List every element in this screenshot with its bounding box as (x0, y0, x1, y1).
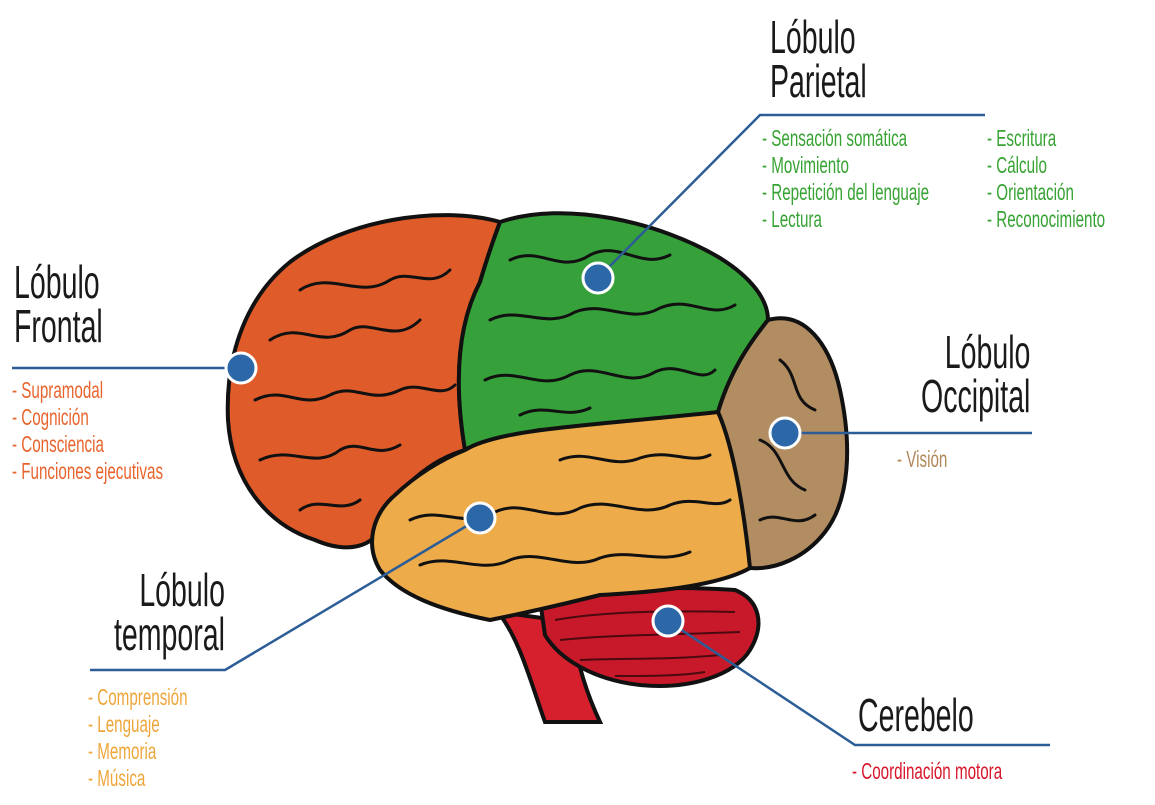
parietal-function-item: - Escritura (987, 125, 1105, 152)
temporal-functions: - Comprensión - Lenguaje - Memoria - Mús… (88, 684, 188, 792)
temporal-function-item: - Memoria (88, 738, 188, 765)
frontal-function-item: - Cognición (12, 404, 163, 431)
parietal-marker[interactable] (583, 263, 613, 293)
occipital-title-line2: Occipital (921, 374, 1030, 418)
parietal-title-line1: Lóbulo (770, 15, 867, 59)
cerebellum-title-text: Cerebelo (858, 693, 974, 737)
temporal-function-item: - Lenguaje (88, 711, 188, 738)
parietal-functions-col2: - Escritura - Cálculo - Orientación - Re… (987, 125, 1105, 233)
occipital-functions: - Visión (897, 446, 947, 473)
cerebellum-functions: - Coordinación motora (852, 758, 1002, 785)
frontal-title-line1: Lóbulo (14, 260, 103, 304)
parietal-function-item: - Repetición del lenguaje (762, 179, 929, 206)
frontal-marker[interactable] (226, 353, 256, 383)
parietal-function-item: - Reconocimiento (987, 206, 1105, 233)
parietal-function-item: - Cálculo (987, 152, 1105, 179)
parietal-functions-col1: - Sensación somática - Movimiento - Repe… (762, 125, 929, 233)
temporal-marker[interactable] (465, 503, 495, 533)
frontal-function-item: - Supramodal (12, 377, 163, 404)
frontal-function-item: - Consciencia (12, 431, 163, 458)
temporal-title: Lóbulo temporal (114, 568, 225, 656)
occipital-function-item: - Visión (897, 446, 947, 473)
cerebellum-marker[interactable] (653, 606, 683, 636)
frontal-function-item: - Funciones ejecutivas (12, 458, 163, 485)
frontal-functions: - Supramodal - Cognición - Consciencia -… (12, 377, 163, 485)
cerebellum-title: Cerebelo (858, 693, 974, 737)
occipital-title-line1: Lóbulo (921, 330, 1030, 374)
temporal-function-item: - Música (88, 765, 188, 792)
parietal-function-item: - Orientación (987, 179, 1105, 206)
occipital-title: Lóbulo Occipital (921, 330, 1030, 418)
parietal-function-item: - Lectura (762, 206, 929, 233)
temporal-title-line2: temporal (114, 612, 225, 656)
temporal-function-item: - Comprensión (88, 684, 188, 711)
occipital-marker[interactable] (770, 418, 800, 448)
parietal-title-line2: Parietal (770, 59, 867, 103)
cerebellum-function-item: - Coordinación motora (852, 758, 1002, 785)
parietal-function-item: - Sensación somática (762, 125, 929, 152)
temporal-title-line1: Lóbulo (114, 568, 225, 612)
frontal-title: Lóbulo Frontal (14, 260, 103, 348)
frontal-title-line2: Frontal (14, 304, 103, 348)
parietal-title: Lóbulo Parietal (770, 15, 867, 103)
parietal-function-item: - Movimiento (762, 152, 929, 179)
